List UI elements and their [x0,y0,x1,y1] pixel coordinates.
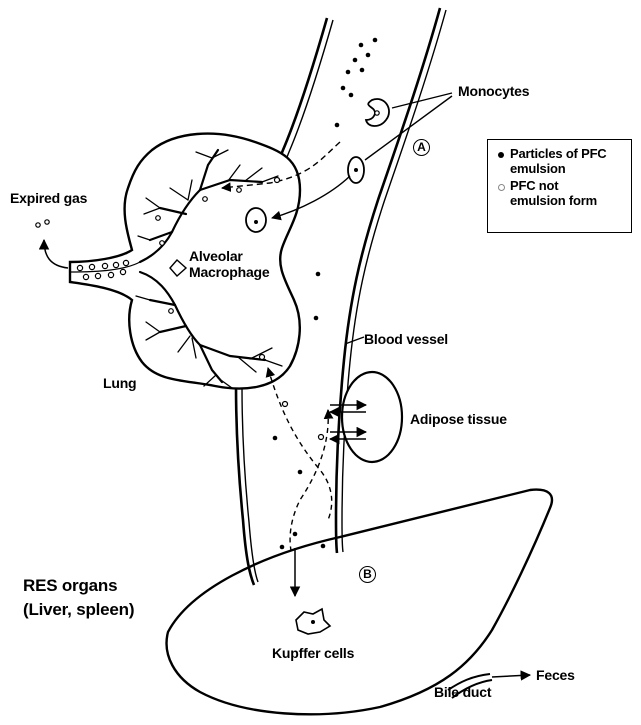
blood-vessel-label: Blood vessel [364,331,448,347]
monocyte-2 [348,157,364,183]
expired-gas-label: Expired gas [10,190,87,206]
monocytes-pointer-1 [392,93,452,108]
marker-a: A [413,139,430,156]
legend-item-2-line2: emulsion form [510,193,597,208]
monocyte-3 [246,208,266,232]
liver-outline [167,490,552,715]
lung-label: Lung [103,375,136,391]
res-organs-label: RES organs [23,576,117,596]
lung-to-liver-dashed-path [268,368,332,520]
vessel-wall-right-inner [342,10,446,552]
legend-item-1-line1: Particles of PFC [510,146,607,161]
marker-b: B [359,566,376,583]
bile-duct-label: Bile duct [434,684,491,700]
expired-gas-arrow [44,240,68,268]
macrophage-label: Macrophage [189,264,269,280]
alveolar-label: Alveolar [189,248,243,264]
blood-vessel-pointer [345,337,364,344]
legend-box: Particles of PFC emulsion PFC not emulsi… [487,139,632,233]
adipose-tissue-label: Adipose tissue [410,411,507,427]
vessel-wall-right [336,8,440,553]
adipose-tissue-shape [342,372,402,462]
feces-label: Feces [536,667,575,683]
kupffer-cell [296,609,330,634]
kupffer-cells-label: Kupffer cells [272,645,354,661]
monocytes-label: Monocytes [458,83,529,99]
legend-filled-dot-icon [498,152,504,158]
lung-outline [70,134,300,389]
feces-arrow [492,675,530,677]
res-organs-sub-label: (Liver, spleen) [23,600,134,620]
legend-item-1-line2: emulsion [510,161,565,176]
legend-open-circle-icon [498,184,505,191]
legend-item-2-line1: PFC not [510,178,558,193]
monocyte-1 [366,99,389,126]
